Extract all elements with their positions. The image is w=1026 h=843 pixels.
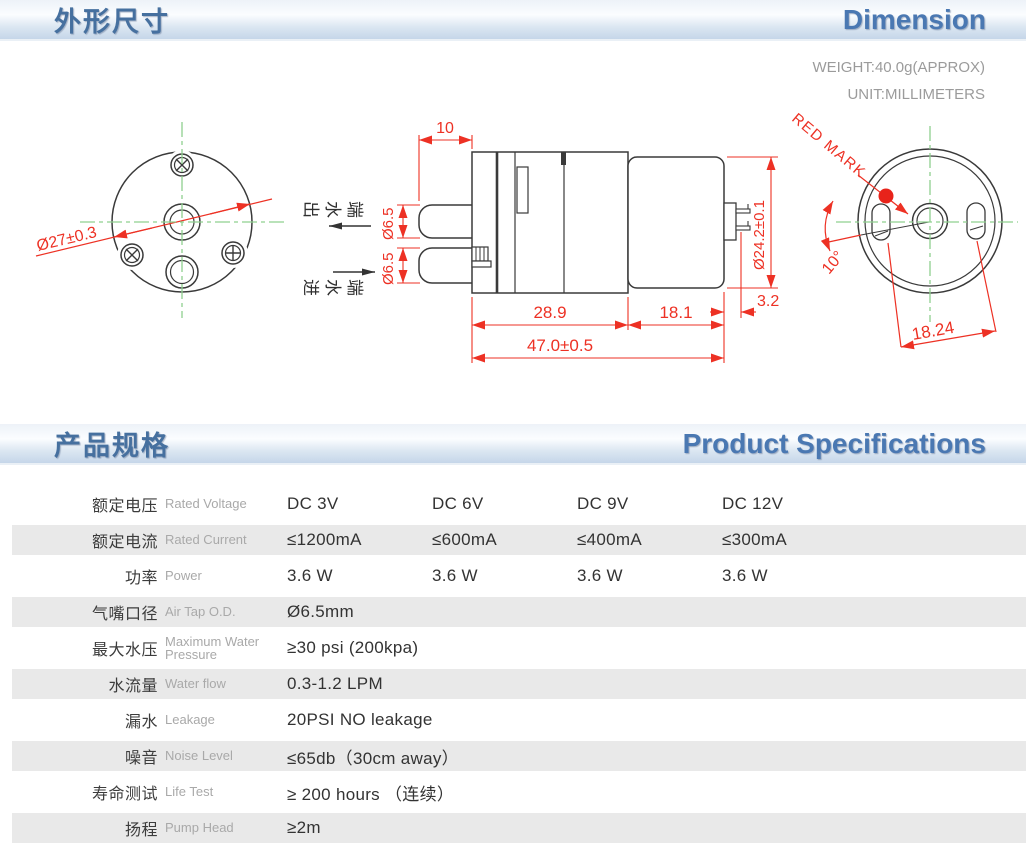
nozzle-offset-label: 10 <box>436 120 454 137</box>
slot-distance-label: 18.24 <box>910 318 955 344</box>
spec-row-power: 功率 Power 3.6 W 3.6 W 3.6 W 3.6 W <box>0 558 1026 594</box>
spec-value: ≤1200mA <box>287 530 362 549</box>
spec-value: DC 12V <box>722 494 784 513</box>
spec-label-en: Life Test <box>165 784 214 800</box>
pin-length-label: 3.2 <box>757 293 779 310</box>
weight-note: WEIGHT:40.0g(APPROX) <box>812 59 985 76</box>
red-mark-label: RED MARK <box>788 110 869 182</box>
spec-label-en: Power <box>165 568 202 584</box>
spec-value: ≥30 psi (200kpa) <box>287 638 419 657</box>
dimension-title-zh: 外形尺寸 <box>54 7 170 37</box>
dimension-title-en: Dimension <box>842 3 986 35</box>
spec-value: 20PSI NO leakage <box>287 710 433 729</box>
vent-slot <box>966 202 986 240</box>
technical-drawing: Ø27±0.3 出水端 进水端 <box>35 110 1018 363</box>
spec-label-zh: 额定电流 <box>91 534 158 551</box>
spec-value: Ø6.5mm <box>287 602 354 621</box>
spec-row-rated-current: 额定电流 Rated Current ≤1200mA ≤600mA ≤400mA… <box>0 522 1026 558</box>
spec-label-en: Water flow <box>165 676 226 692</box>
spec-label-en: Rated Voltage <box>165 496 247 512</box>
spec-value: ≤400mA <box>577 530 642 549</box>
spec-label-zh: 寿命测试 <box>91 786 158 803</box>
spec-row-max-pressure: 最大水压 Maximum Water Pressure ≥30 psi (200… <box>0 630 1026 666</box>
spec-header-band: 产品规格 Product Specifications <box>0 424 1026 465</box>
spec-value: 3.6 W <box>287 566 333 585</box>
total-length-label: 47.0±0.5 <box>527 336 593 355</box>
terminal-pin <box>735 208 751 214</box>
spec-label-zh: 漏水 <box>124 714 158 731</box>
spec-label-zh: 噪音 <box>124 750 158 767</box>
outlet-label: 出水端 <box>301 201 364 223</box>
spec-row-rated-voltage: 额定电压 Rated Voltage DC 3V DC 6V DC 9V DC … <box>0 486 1026 522</box>
front-centerlines <box>80 122 287 318</box>
front-diameter-dimension <box>35 198 273 257</box>
spec-label-zh: 气嘴口径 <box>91 606 158 623</box>
spec-value: ≤65db（30cm away） <box>287 748 459 768</box>
spec-label-en: Leakage <box>165 712 215 728</box>
motor-body <box>627 156 725 289</box>
motor-length-label: 18.1 <box>659 303 692 322</box>
side-view <box>418 151 751 294</box>
pump-length-label: 28.9 <box>533 303 566 322</box>
spec-value: 3.6 W <box>722 566 768 585</box>
spec-label-zh: 最大水压 <box>91 642 158 659</box>
screw-icon <box>117 240 147 270</box>
spec-label-zh: 功率 <box>124 570 158 587</box>
spec-row-water-flow: 水流量 Water flow 0.3-1.2 LPM <box>0 666 1026 702</box>
spec-value: ≤300mA <box>722 530 787 549</box>
angle-label: 10° <box>819 248 848 277</box>
spec-row-air-tap: 气嘴口径 Air Tap O.D. Ø6.5mm <box>0 594 1026 630</box>
spec-value: 3.6 W <box>432 566 478 585</box>
spec-row-pump-head: 扬程 Pump Head ≥2m <box>0 810 1026 843</box>
spec-title-zh: 产品规格 <box>54 431 170 461</box>
drawing-notes: WEIGHT:40.0g(APPROX) UNIT:MILLIMETERS <box>812 54 985 108</box>
rear-centerlines <box>836 126 1018 322</box>
side-dimensions <box>397 135 778 363</box>
outlet-diameter-label: Ø6.5 <box>380 207 397 240</box>
spec-label-en: Maximum Water Pressure <box>165 633 260 662</box>
screw-icon <box>218 238 248 268</box>
unit-note: UNIT:MILLIMETERS <box>847 86 985 103</box>
terminal-block <box>723 202 737 241</box>
red-mark-dot <box>878 188 894 204</box>
spec-value: ≥2m <box>287 818 321 837</box>
spec-value: DC 9V <box>577 494 629 513</box>
spec-value: 3.6 W <box>577 566 623 585</box>
terminal-pin <box>735 225 751 231</box>
spec-label-en: Noise Level <box>165 748 233 764</box>
spec-value: DC 6V <box>432 494 484 513</box>
spec-label-en: Air Tap O.D. <box>165 604 236 620</box>
spec-value: ≤600mA <box>432 530 497 549</box>
spec-table: 额定电压 Rated Voltage DC 3V DC 6V DC 9V DC … <box>0 486 1026 843</box>
rear-dimensions <box>820 174 997 350</box>
spec-label-en: Pump Head <box>165 820 234 836</box>
motor-diameter-label: Ø24.2±0.1 <box>751 200 768 270</box>
spec-label-zh: 水流量 <box>108 678 158 695</box>
spec-row-life-test: 寿命测试 Life Test ≥ 200 hours （连续） <box>0 774 1026 810</box>
pump-body <box>471 151 629 294</box>
spec-label-zh: 扬程 <box>124 822 158 839</box>
spec-row-noise: 噪音 Noise Level ≤65db（30cm away） <box>0 738 1026 774</box>
inlet-label: 进水端 <box>301 279 364 301</box>
spec-row-leakage: 漏水 Leakage 20PSI NO leakage <box>0 702 1026 738</box>
inlet-diameter-label: Ø6.5 <box>380 252 397 285</box>
front-diameter-label: Ø27±0.3 <box>35 224 99 255</box>
spec-label-zh: 额定电压 <box>91 498 158 515</box>
spec-title-en: Product Specifications <box>682 427 986 459</box>
spec-value: 0.3-1.2 LPM <box>287 674 383 693</box>
spec-label-en: Rated Current <box>165 532 247 548</box>
spec-value: ≥ 200 hours （连续） <box>287 784 455 804</box>
spec-value: DC 3V <box>287 494 339 513</box>
dimension-header-band: 外形尺寸 Dimension <box>0 0 1026 41</box>
